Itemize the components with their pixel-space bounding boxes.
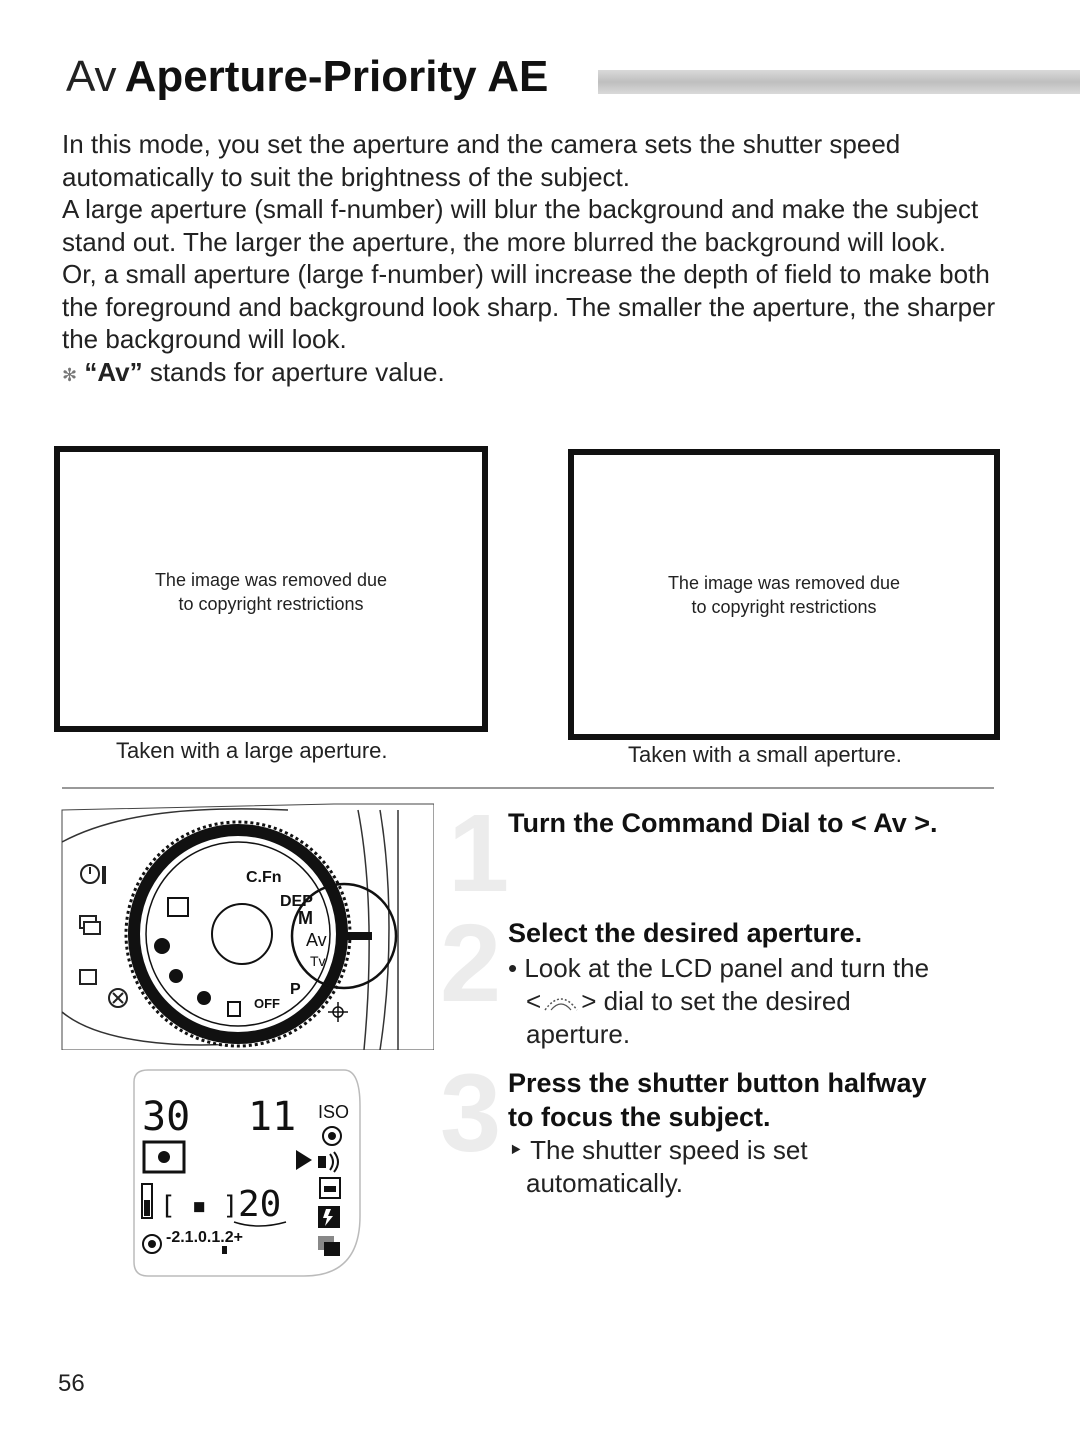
step-3-title: Press the shutter button halfway to focu… (508, 1066, 927, 1134)
step-1-title: Turn the Command Dial to < Av >. (508, 808, 938, 838)
lcd-shutter-value: 30 (142, 1094, 190, 1140)
note-mark-icon: ✻ (62, 364, 78, 385)
lcd-iso-label: ISO (318, 1102, 349, 1122)
red-eye-icon (322, 1126, 342, 1146)
step-2-number: 2 (440, 902, 502, 1025)
focal-plane-icon (328, 1002, 348, 1022)
command-dial-illustration: C.Fn DEP M Av Tv P OFF (61, 803, 434, 1050)
intro-paragraph-1: In this mode, you set the aperture and t… (62, 129, 901, 192)
exposure-level-icon (142, 1234, 162, 1254)
erase-icon (108, 988, 128, 1008)
battery-icon (141, 1183, 153, 1219)
step-3-title-line-1: Press the shutter button halfway (508, 1068, 927, 1098)
lcd-bracket: [ ▪ ] (160, 1191, 238, 1221)
step-3-title-line-2: to focus the subject. (508, 1102, 771, 1132)
af-point-arrow-icon (296, 1150, 312, 1170)
removed-notice-line-2: to copyright restrictions (178, 594, 364, 614)
intro-text: In this mode, you set the aperture and t… (62, 128, 1012, 391)
mode-symbol: Av (66, 52, 117, 101)
lcd-outline (133, 1069, 361, 1277)
lcd-aperture-value: 11 (248, 1094, 296, 1140)
step-2-body-line-1: Look at the LCD panel and turn the (524, 953, 930, 983)
step-1-number: 1 (448, 792, 510, 915)
intro-paragraph-2: A large aperture (small f-number) will b… (62, 194, 979, 257)
removed-notice-line-2: to copyright restrictions (691, 597, 877, 617)
dial-label-off: OFF (254, 996, 280, 1011)
removed-notice-line-1: The image was removed due (154, 570, 388, 590)
note-text: stands for aperture value. (142, 356, 445, 387)
title-rule (598, 70, 1080, 94)
step-2-body-line-3: aperture. (526, 1019, 631, 1049)
step-3-body: ‣ The shutter speed is set automatically… (508, 1134, 808, 1200)
camera-body-outline (61, 803, 434, 1050)
lcd-shots-remaining: 20 (238, 1184, 281, 1225)
lcd-exposure-scale: -2.1.0.1.2+ (166, 1229, 243, 1246)
dial-mode-labels: C.Fn DEP M Av Tv P OFF (246, 869, 327, 1011)
metering-mode-icon (142, 1140, 186, 1174)
intro-paragraph-3: Or, a small aperture (large f-number) wi… (62, 259, 996, 354)
mode-dial (124, 820, 352, 1048)
scene-mode-icons (154, 897, 241, 1017)
beep-icon (318, 1151, 339, 1173)
step-3-body-line-1: The shutter speed is set (530, 1135, 808, 1165)
lcd-panel-illustration: 30 11 ISO [ ▪ ] 20 -2.1.0.1.2+ (133, 1069, 361, 1277)
step-2-title: Select the desired aperture. (508, 918, 863, 948)
page-number: 56 (58, 1370, 85, 1397)
caption-small-aperture: Taken with a small aperture. (628, 742, 902, 767)
section-divider (62, 787, 994, 789)
film-frame-icon (319, 1177, 341, 1199)
title-text: Aperture-Priority AE (124, 52, 549, 101)
bullet: • (508, 953, 518, 983)
angle-bracket-open: < (526, 986, 542, 1016)
av-highlight-circle (290, 882, 398, 990)
dial-index-mark (346, 932, 372, 940)
dial-label-dep: DEP (280, 893, 313, 910)
flash-icon (318, 1206, 340, 1228)
self-timer-icon (80, 864, 106, 884)
note-term: “Av” (84, 356, 143, 387)
single-shot-icon (79, 969, 97, 985)
removed-notice: The image was removed due to copyright r… (574, 571, 994, 619)
bullet: ‣ (508, 1135, 524, 1165)
step-2-body-line-2: > dial to set the desired (581, 986, 851, 1016)
main-dial-icon (544, 998, 578, 1011)
step-3-number: 3 (440, 1052, 502, 1175)
dial-label-p: P (290, 981, 301, 998)
step-2-body: • Look at the LCD panel and turn the < >… (508, 952, 929, 1051)
intro-note: ✻ “Av” stands for aperture value. (62, 356, 1012, 392)
exposure-level-marker (222, 1246, 227, 1254)
dial-label-av: Av (306, 930, 327, 950)
dial-label-tv: Tv (310, 953, 326, 969)
drive-mode-icon (79, 915, 101, 935)
dial-label-m: M (298, 908, 313, 928)
multi-frame-icon (318, 1236, 340, 1256)
removed-notice-line-1: The image was removed due (667, 573, 901, 593)
step-3-body-line-2: automatically. (526, 1168, 684, 1198)
dial-label-cfn: C.Fn (246, 869, 282, 886)
removed-notice: The image was removed due to copyright r… (60, 568, 482, 616)
photo-small-aperture: The image was removed due to copyright r… (568, 449, 1000, 740)
caption-large-aperture: Taken with a large aperture. (116, 738, 388, 763)
photo-large-aperture: The image was removed due to copyright r… (54, 446, 488, 732)
